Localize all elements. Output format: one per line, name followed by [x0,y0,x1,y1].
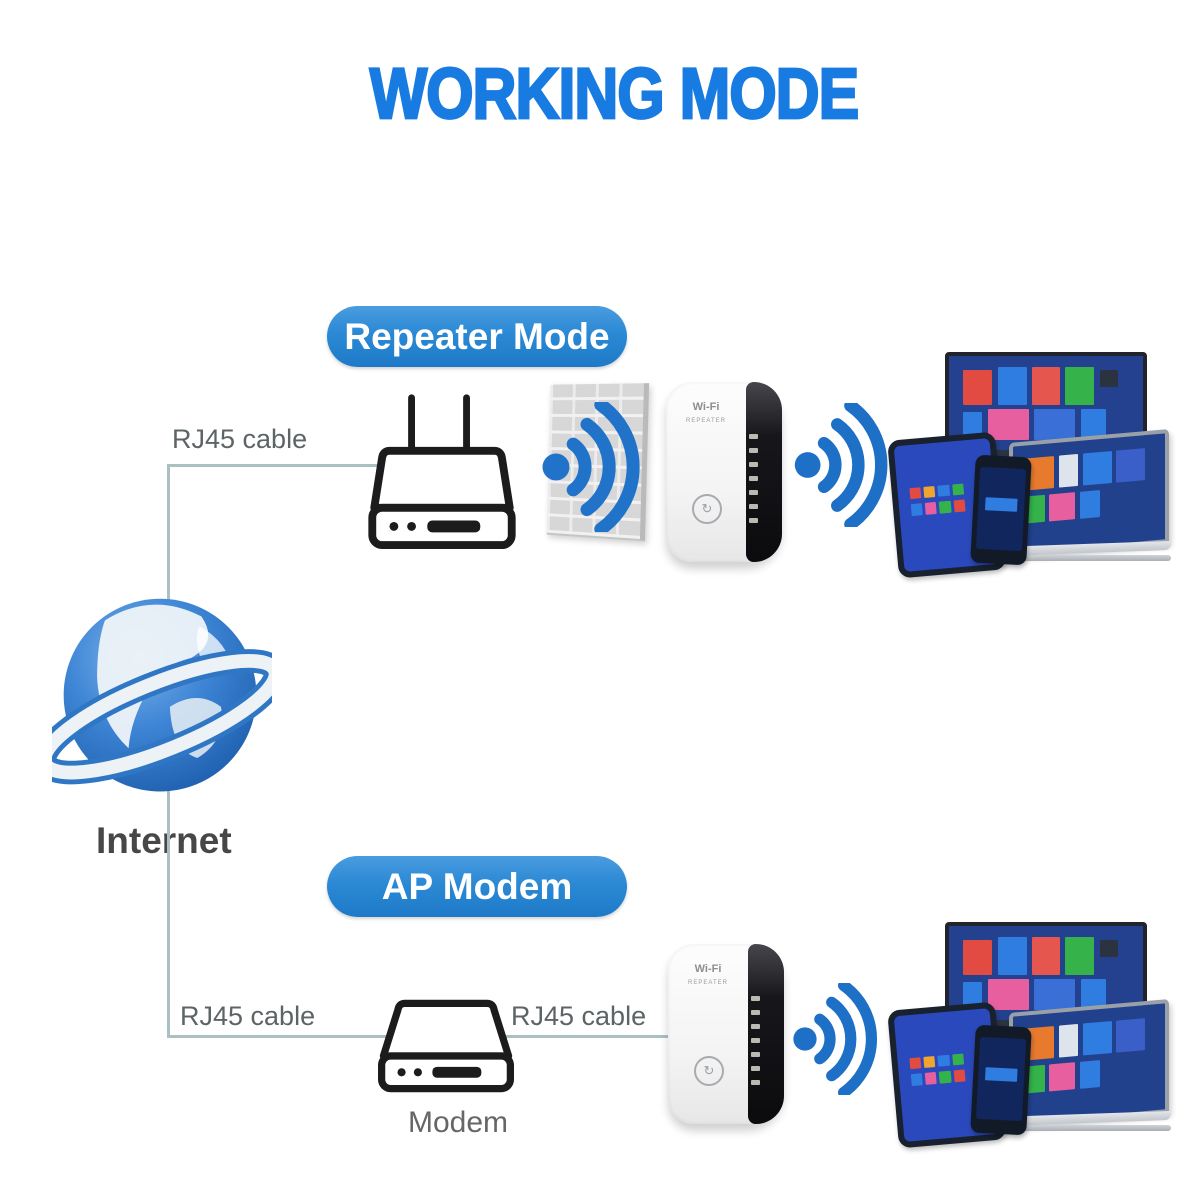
app-tile [939,500,952,514]
smartphone [970,454,1032,566]
app-tile [997,936,1027,975]
led-indicator [751,1080,760,1085]
globe-icon [32,583,288,819]
repeater-leds [749,434,758,523]
modem-label: Modem [408,1106,509,1139]
app-tile [962,981,982,1008]
wifi-signal-icon-top [794,399,890,531]
repeater-leds [751,996,760,1085]
laptop-base [989,555,1171,561]
app-tile [1034,409,1076,441]
ap-modem-label: AP Modem [381,865,573,907]
app-tile [923,1055,936,1069]
wall-wifi-signal-icon [538,398,646,536]
app-tile [908,1057,922,1070]
app-tile [953,499,966,512]
app-tile [953,1069,966,1082]
app-tile [923,485,936,499]
app-tile [1100,939,1118,958]
devices-cluster-top [887,352,1171,579]
repeater-mode-pill: Repeater Mode [327,306,627,367]
repeater-logo: Wi-Fi REPEATER [688,963,728,987]
app-tile [987,409,1029,441]
app-tile [1100,369,1118,388]
app-tile [987,979,1029,1011]
laptop-base [989,1125,1171,1131]
app-tile [1082,1020,1112,1056]
app-tile [910,1073,923,1086]
led-indicator [751,1010,760,1015]
app-tile [1032,936,1060,975]
app-tile [1058,1023,1079,1058]
app-tile [937,484,951,497]
app-tile [1082,450,1112,486]
app-tile [985,496,1018,513]
repeater-led-panel [748,944,784,1124]
app-tile [1032,366,1060,405]
app-tile [1079,489,1100,520]
led-indicator [749,434,758,439]
app-tile [951,1053,965,1066]
led-indicator [749,476,758,481]
app-tile [908,487,922,500]
internet-label: Internet [96,820,232,861]
app-tile [962,939,992,975]
app-tile [1116,1017,1146,1053]
led-indicator [751,1066,760,1071]
devices-cluster-bottom [887,922,1171,1149]
app-tile [937,1054,951,1067]
laptop [1009,999,1169,1127]
wifi-signal-icon-bottom [790,979,882,1099]
app-tile [1049,492,1076,522]
led-indicator [751,1052,760,1057]
modem-icon [378,996,514,1096]
led-indicator [749,518,758,523]
rj45-line-top [167,464,387,467]
app-tile [962,411,982,438]
app-tile [924,502,938,515]
app-tile [939,1070,952,1084]
wps-button: ↻ [694,1056,724,1086]
app-tile [1116,447,1146,483]
app-tile [1058,453,1079,488]
wps-button: ↻ [692,494,722,524]
app-tile [1049,1062,1076,1092]
rj45-cable-label-bottom-mid: RJ45 cable [511,1001,647,1031]
repeater-logo: Wi-Fi REPEATER [686,401,726,425]
app-tile [1079,1059,1100,1090]
led-indicator [751,1038,760,1043]
app-tile [1065,936,1095,975]
rj45-line-bottom-left [167,1035,389,1038]
repeater-device-bottom: Wi-Fi REPEATER ↻ [668,944,784,1124]
led-indicator [749,490,758,495]
app-tile [951,483,965,496]
led-indicator [749,462,758,467]
app-tile [997,366,1027,405]
led-indicator [751,1024,760,1029]
app-tile [962,369,992,405]
repeater-device: Wi-Fi REPEATER ↻ [666,382,782,562]
laptop [1009,429,1169,557]
rj45-cable-label-top: RJ45 cable [172,424,308,454]
router-icon [368,388,516,550]
page-title: WORKING MODE [369,52,861,135]
led-indicator [751,996,760,1001]
app-tile [910,503,923,516]
app-tile [985,1066,1018,1083]
ap-modem-pill: AP Modem [327,856,627,917]
led-indicator [749,504,758,509]
repeater-mode-label: Repeater Mode [344,315,610,357]
repeater-led-panel [746,382,782,562]
rj45-line-bottom-mid [504,1035,676,1038]
rj45-cable-label-bottom-left: RJ45 cable [180,1001,316,1031]
app-tile [924,1072,938,1085]
app-tile [1034,979,1076,1011]
app-tile [1065,366,1095,405]
smartphone [970,1024,1032,1136]
led-indicator [749,448,758,453]
